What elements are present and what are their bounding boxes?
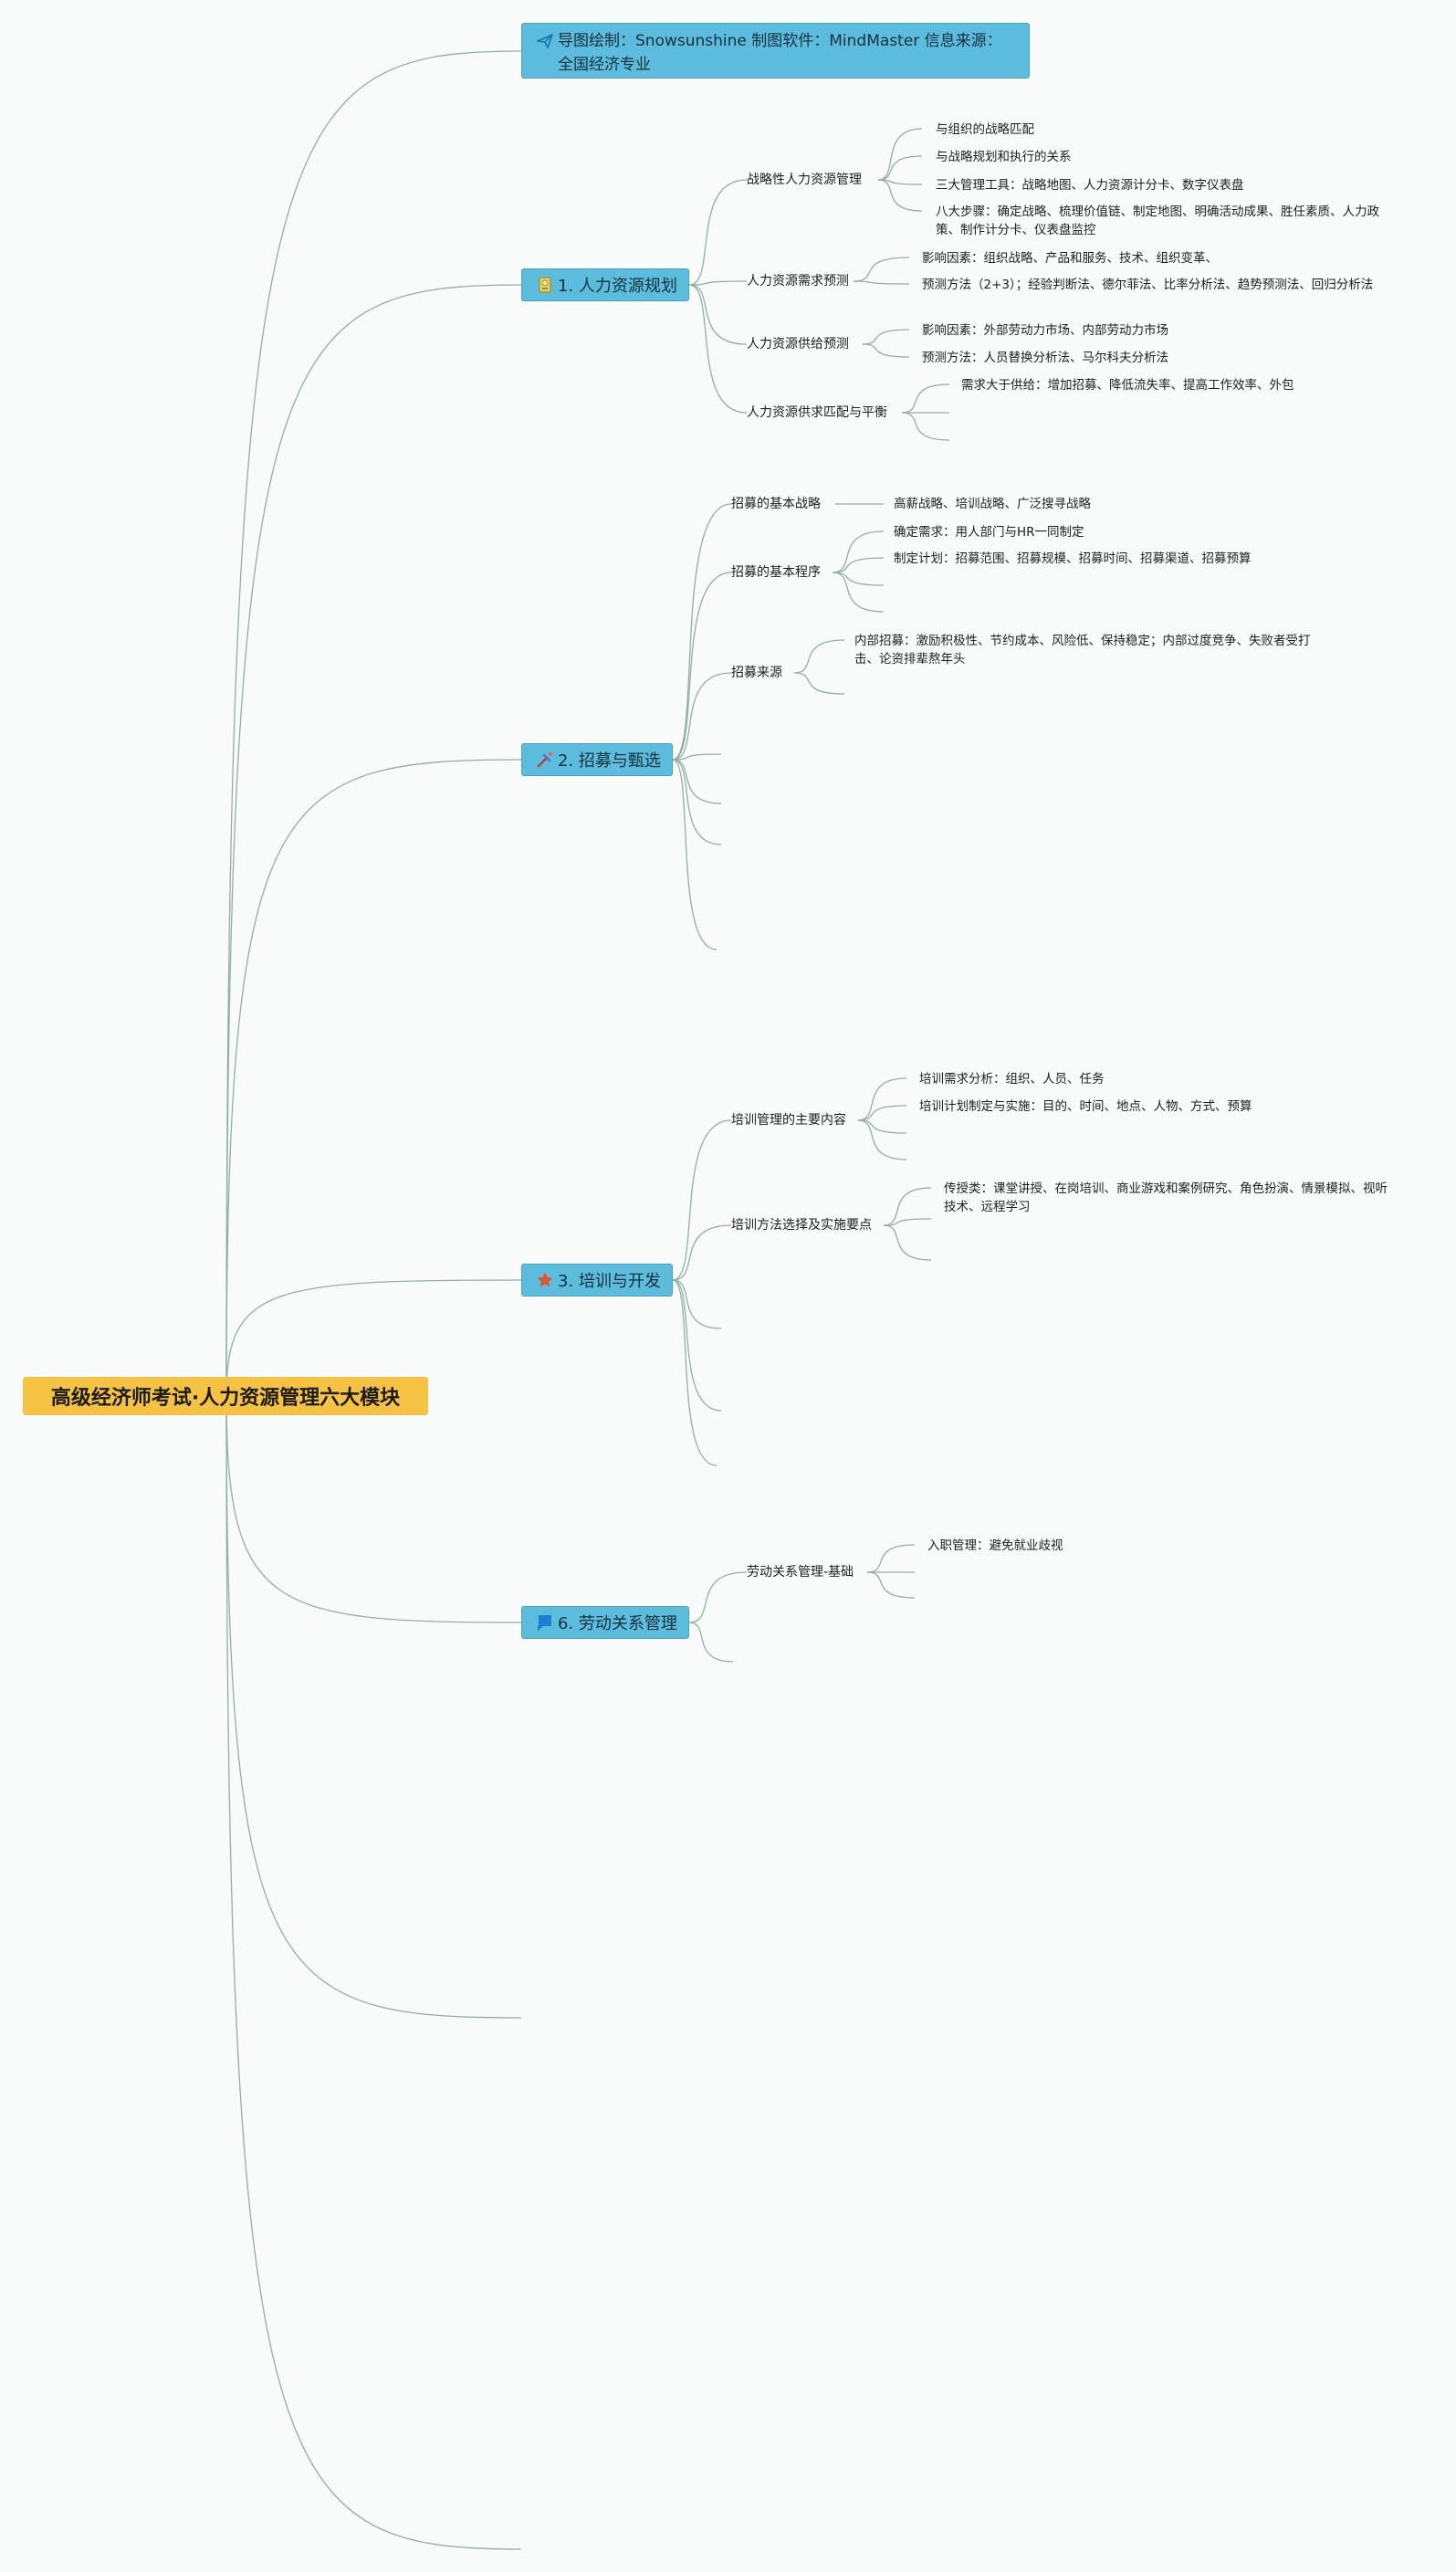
link-training-sub-5 (672, 1279, 718, 1466)
link-root-branch-5 (225, 1395, 522, 2019)
link-content-leaf-1 (857, 1077, 907, 1121)
link-root-training (225, 1279, 522, 1397)
link-methods-leaf-2 (883, 1218, 932, 1226)
leaf-balance-1[interactable]: 需求大于供给：增加招募、降低流失率、提高工作效率、外包 (961, 378, 1294, 393)
link-labor-basic-leaf-3 (866, 1571, 916, 1599)
leaf-strategic-3[interactable]: 三大管理工具：战略地图、人力资源计分卡、数字仪表盘 (936, 178, 1244, 193)
tools-icon (536, 751, 554, 769)
leaf-supply-1[interactable]: 影响因素：外部劳动力市场、内部劳动力市场 (922, 323, 1168, 338)
sub-supply-forecast[interactable]: 人力资源供给预测 (747, 337, 849, 352)
flag-icon (536, 1613, 554, 1632)
link-balance-leaf-3 (901, 412, 950, 441)
link-labor-sub-1 (688, 1571, 748, 1623)
sub-supply-demand-balance[interactable]: 人力资源供求匹配与平衡 (747, 405, 887, 420)
info-topic-label: 导图绘制：Snowsunshine 制图软件：MindMaster 信息来源：全… (558, 32, 1002, 74)
branch-planning-label: 1. 人力资源规划 (558, 277, 677, 296)
link-labor-basic-leaf-1 (866, 1544, 916, 1573)
link-recruit-sub-7 (672, 759, 718, 950)
link-recruit-sub-4 (672, 753, 722, 761)
link-procedure-leaf-4 (832, 572, 885, 613)
link-supply-leaf-2 (862, 343, 910, 358)
leaf-labor-basic-1[interactable]: 入职管理：避免就业歧视 (927, 1538, 1063, 1553)
sub-training-methods[interactable]: 培训方法选择及实施要点 (731, 1218, 872, 1233)
link-training-sub-4 (672, 1279, 722, 1412)
leaf-training-content-1[interactable]: 培训需求分析：组织、人员、任务 (919, 1072, 1105, 1087)
link-content-leaf-2 (857, 1105, 907, 1121)
link-demand-leaf-1 (853, 257, 910, 282)
leaf-recruit-strategy-1[interactable]: 高薪战略、培训战略、广泛搜寻战略 (894, 497, 1091, 511)
leaf-procedure-2[interactable]: 制定计划：招募范围、招募规模、招募时间、招募渠道、招募预算 (894, 551, 1252, 566)
link-content-leaf-3 (857, 1119, 907, 1134)
link-strategic-leaf-2 (877, 155, 923, 181)
link-balance-leaf-1 (901, 383, 950, 414)
link-content-leaf-4 (857, 1119, 907, 1160)
branch-labor-relations[interactable]: 6. 劳动关系管理 (521, 1606, 689, 1639)
sub-strategic-hrm[interactable]: 战略性人力资源管理 (747, 173, 862, 187)
link-procedure-leaf-3 (832, 572, 885, 586)
link-strategic-leaf-3 (877, 179, 923, 185)
link-planning-sub-1 (688, 179, 748, 286)
link-demand-leaf-2 (853, 280, 910, 285)
link-root-recruitment (225, 759, 522, 1397)
link-planning-sub-2 (688, 280, 748, 286)
leaf-procedure-1[interactable]: 确定需求：用人部门与HR一同制定 (894, 525, 1084, 540)
link-source-leaf-2 (793, 672, 845, 695)
sub-recruit-procedure[interactable]: 招募的基本程序 (731, 565, 821, 580)
leaf-source-1[interactable]: 内部招募：激励积极性、节约成本、风险低、保持稳定；内部过度竞争、失败者受打击、论… (854, 634, 1311, 667)
branch-labor-relations-label: 6. 劳动关系管理 (558, 1614, 677, 1633)
link-recruit-sub-3 (672, 672, 732, 761)
sub-recruit-source[interactable]: 招募来源 (731, 666, 782, 680)
sub-recruit-strategy[interactable]: 招募的基本战略 (731, 497, 821, 511)
link-training-sub-2 (672, 1224, 732, 1281)
root-topic[interactable]: 高级经济师考试·人力资源管理六大模块 (23, 1377, 428, 1415)
link-procedure-leaf-2 (832, 557, 885, 573)
sub-training-content[interactable]: 培训管理的主要内容 (731, 1113, 846, 1128)
sub-labor-basic[interactable]: 劳动关系管理-基础 (747, 1565, 854, 1580)
sub-demand-forecast[interactable]: 人力资源需求预测 (747, 274, 849, 289)
leaf-training-methods-1[interactable]: 传授类：课堂讲授、在岗培训、商业游戏和案例研究、角色扮演、情景模拟、视听技术、远… (944, 1181, 1388, 1214)
link-strategic-leaf-1 (877, 128, 923, 181)
link-supply-leaf-1 (862, 329, 910, 345)
leaf-strategic-2[interactable]: 与战略规划和执行的关系 (936, 150, 1072, 164)
link-recruit-sub-6 (672, 759, 722, 845)
link-source-leaf-1 (793, 639, 845, 674)
leaf-strategic-1[interactable]: 与组织的战略匹配 (936, 122, 1034, 137)
link-recruit-sub-2 (672, 572, 732, 761)
star-icon (536, 1271, 554, 1289)
branch-planning[interactable]: 1. 人力资源规划 (521, 268, 689, 301)
link-root-branch-6 (225, 1395, 522, 2550)
link-methods-leaf-3 (883, 1224, 932, 1261)
link-training-sub-3 (672, 1279, 722, 1329)
leaf-training-content-2[interactable]: 培训计划制定与实施：目的、时间、地点、人物、方式、预算 (919, 1099, 1252, 1114)
link-methods-leaf-1 (883, 1187, 932, 1226)
link-planning-sub-4 (688, 284, 748, 414)
link-root-labor (225, 1395, 522, 1623)
link-labor-sub-2 (688, 1622, 734, 1663)
leaf-demand-2[interactable]: 预测方法（2+3）；经验判断法、德尔菲法、比率分析法、趋势预测法、回归分析法 (922, 278, 1374, 292)
branch-recruitment[interactable]: 2. 招募与甄选 (521, 743, 673, 776)
badge-icon (536, 276, 554, 294)
paper-plane-icon (536, 32, 554, 50)
leaf-demand-1[interactable]: 影响因素：组织战略、产品和服务、技术、组织变革、 (922, 251, 1218, 266)
branch-recruitment-label: 2. 招募与甄选 (558, 751, 661, 771)
branch-training-label: 3. 培训与开发 (558, 1272, 661, 1291)
link-recruit-sub-1 (672, 503, 732, 761)
link-procedure-leaf-1 (832, 530, 885, 573)
link-root-info (225, 50, 522, 1397)
link-strategic-leaf-4 (877, 179, 923, 212)
branch-training[interactable]: 3. 培训与开发 (521, 1264, 673, 1296)
info-topic[interactable]: 导图绘制：Snowsunshine 制图软件：MindMaster 信息来源：全… (521, 23, 1030, 79)
link-planning-sub-3 (688, 284, 748, 345)
link-root-planning (225, 284, 522, 1397)
link-recruit-sub-5 (672, 759, 722, 804)
link-training-sub-1 (672, 1119, 732, 1281)
leaf-supply-2[interactable]: 预测方法：人员替换分析法、马尔科夫分析法 (922, 351, 1168, 365)
leaf-strategic-4[interactable]: 八大步骤：确定战略、梳理价值链、制定地图、明确活动成果、胜任素质、人力政策、制作… (936, 205, 1379, 237)
